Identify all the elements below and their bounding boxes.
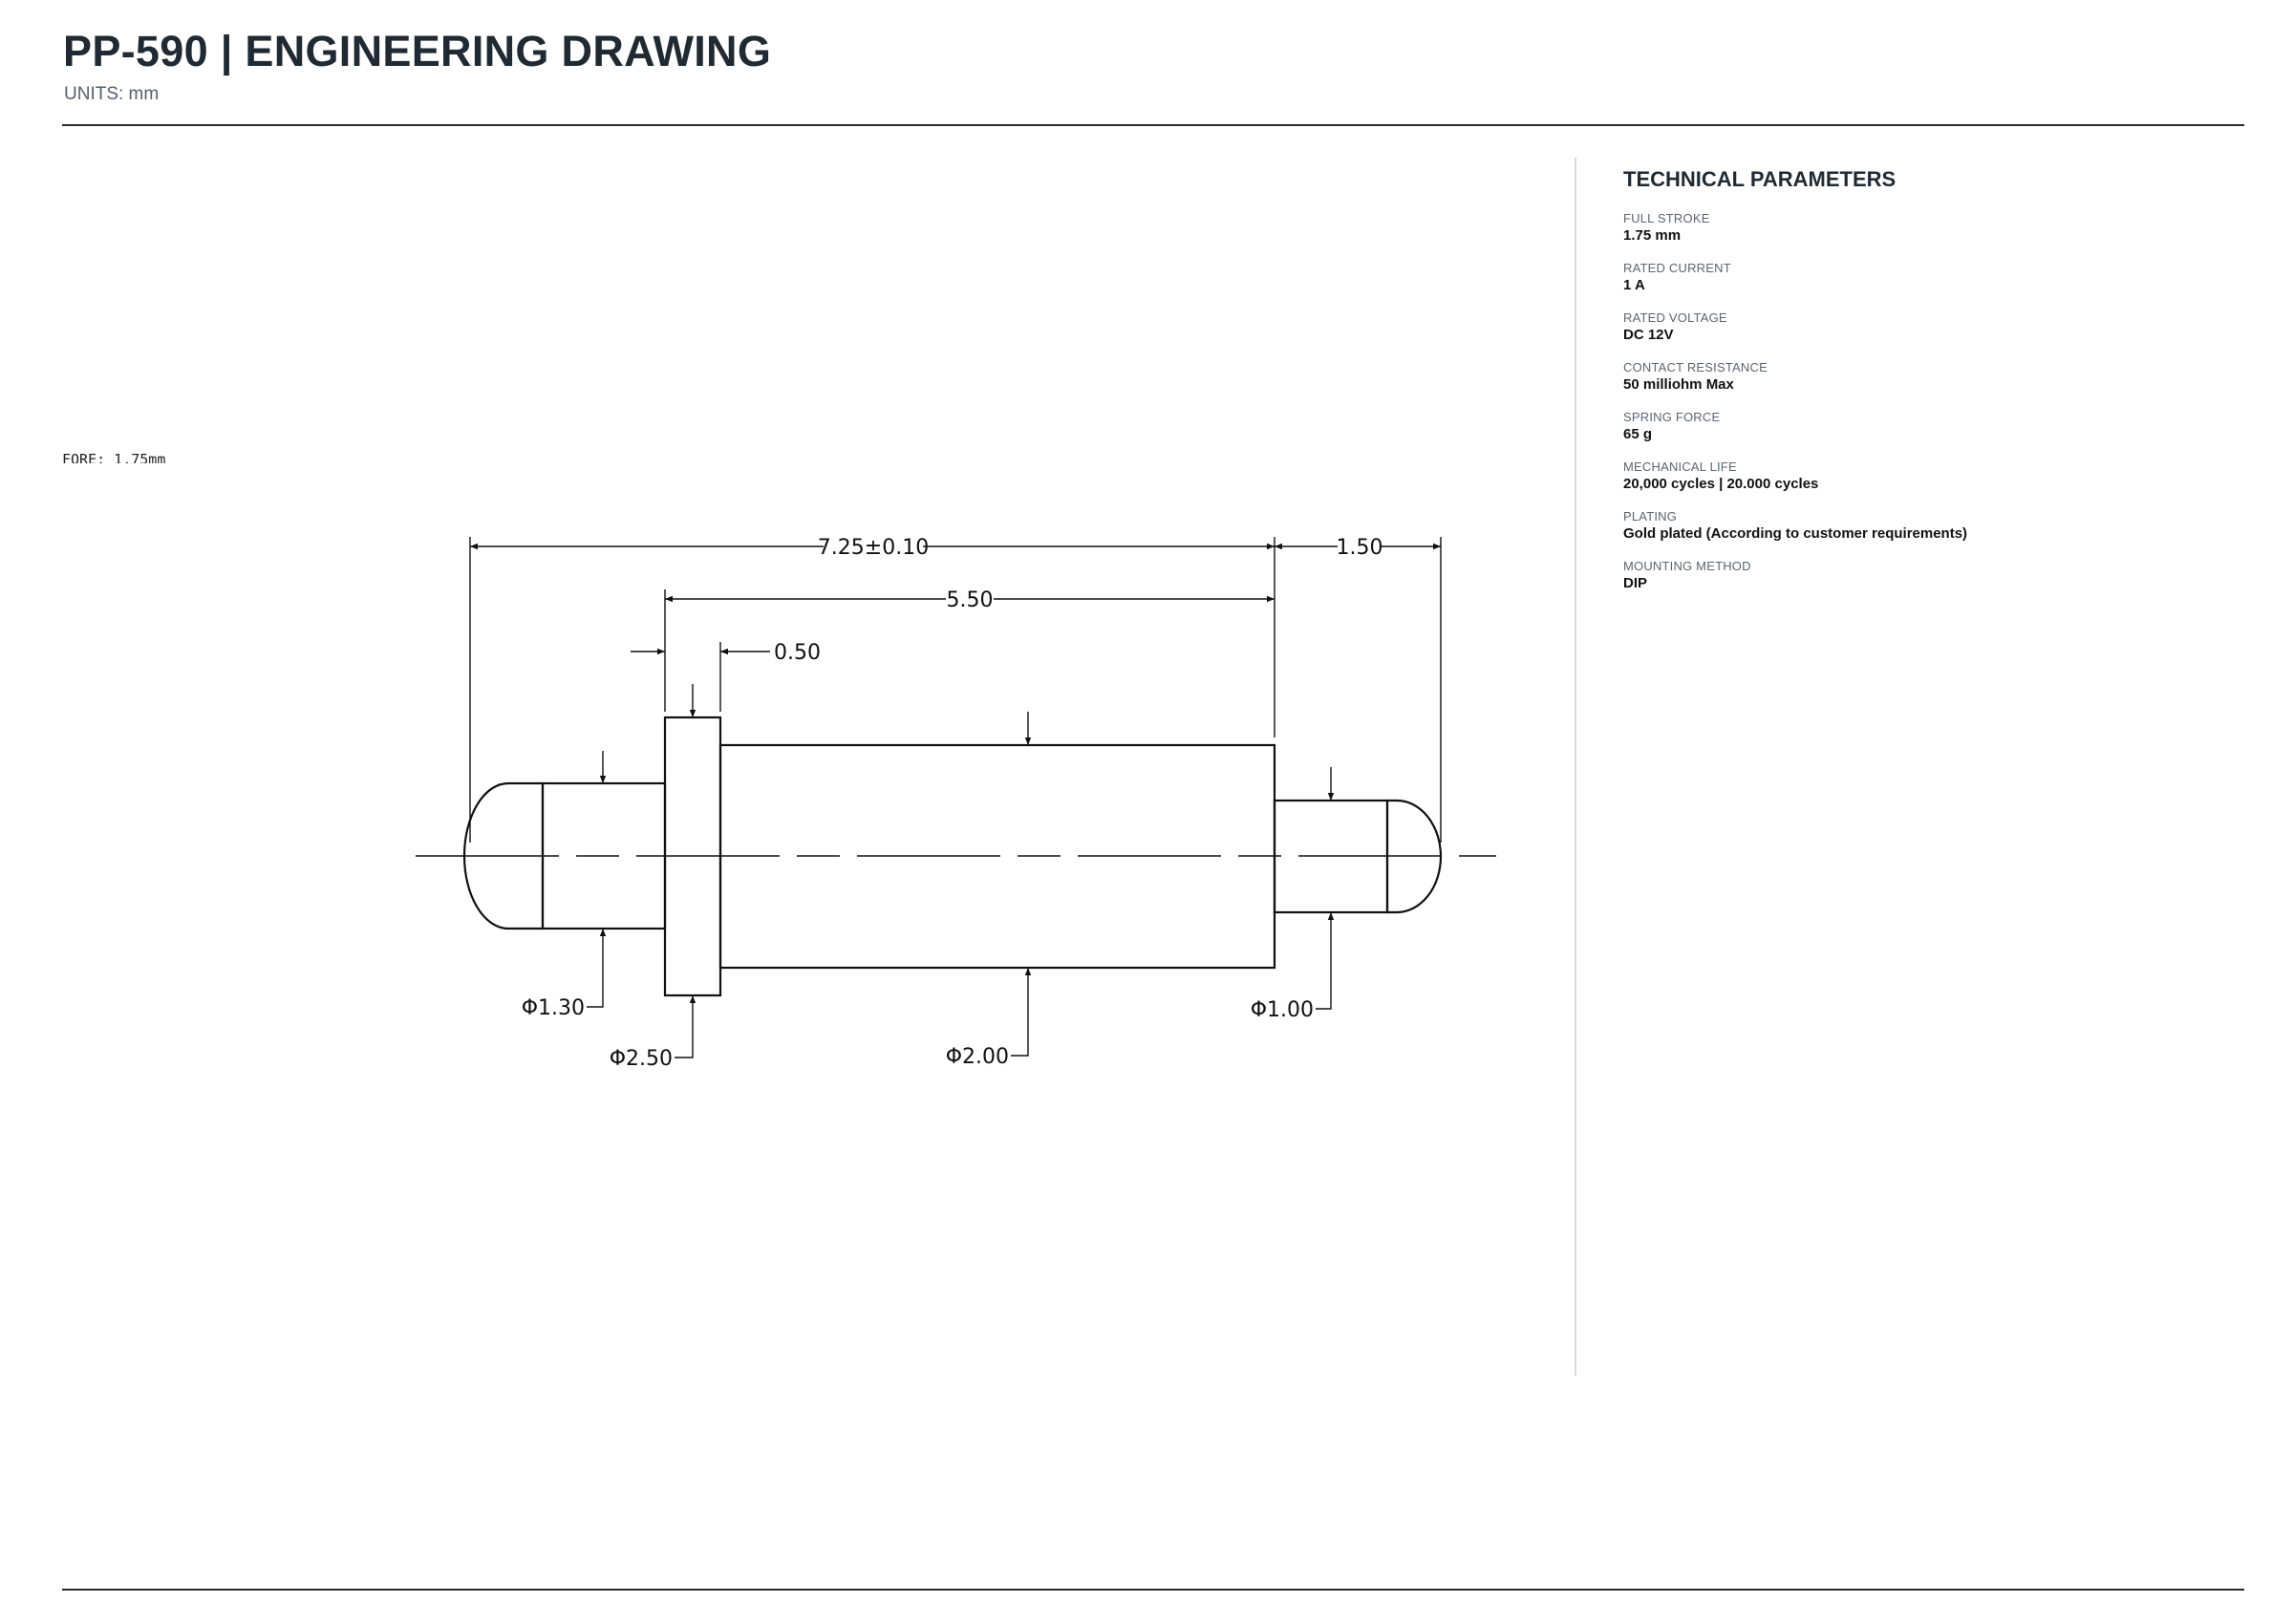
tail-length-label: 1.50	[1337, 536, 1383, 560]
param-spring-force: SPRING FORCE 65 g	[1623, 410, 2216, 459]
param-value: DC 12V	[1623, 327, 1674, 343]
barrel-diameter-label: Φ2.00	[946, 1045, 1009, 1069]
param-label: FULL STROKE	[1623, 211, 1710, 225]
panel-divider	[1575, 158, 1576, 1376]
param-label: PLATING	[1623, 509, 1678, 524]
param-value: 1.75 mm	[1623, 227, 1682, 244]
clipped-stroke-note: FORE: 1.75mm	[62, 451, 166, 463]
footer-divider	[62, 1589, 2244, 1591]
param-label: MECHANICAL LIFE	[1623, 459, 1737, 474]
barrel-length-label: 5.50	[947, 588, 994, 612]
param-value: 1 A	[1623, 277, 1645, 293]
param-plating: PLATING Gold plated (According to custom…	[1623, 509, 2216, 559]
plunger-tip	[462, 781, 545, 930]
technical-parameters-panel: TECHNICAL PARAMETERS FULL STROKE 1.75 mm…	[1623, 167, 2216, 609]
diameter-leader	[1316, 912, 1335, 1010]
param-value: 65 g	[1623, 426, 1653, 442]
param-rated-current: RATED CURRENT 1 A	[1623, 261, 2216, 310]
param-value: DIP	[1623, 575, 1648, 591]
units-label: UNITS: mm	[64, 84, 160, 104]
tail-diameter-label: Φ1.00	[1251, 998, 1314, 1022]
param-value: 50 milliohm Max	[1623, 376, 1734, 393]
param-contact-resistance: CONTACT RESISTANCE 50 milliohm Max	[1623, 360, 2216, 410]
param-full-stroke: FULL STROKE 1.75 mm	[1623, 211, 2216, 261]
param-label: CONTACT RESISTANCE	[1623, 360, 1768, 374]
param-mechanical-life: MECHANICAL LIFE 20,000 cycles | 20.000 c…	[1623, 459, 2216, 509]
plunger-diameter-label: Φ1.30	[522, 996, 585, 1020]
tail-tip	[1385, 799, 1443, 914]
param-rated-voltage: RATED VOLTAGE DC 12V	[1623, 310, 2216, 360]
param-value: Gold plated (According to customer requi…	[1623, 525, 1968, 542]
diameter-leader	[1011, 968, 1032, 1057]
page-title: PP-590 | ENGINEERING DRAWING	[63, 27, 772, 75]
collar-thickness-label: 0.50	[774, 641, 821, 665]
parameters-heading: TECHNICAL PARAMETERS	[1623, 167, 1897, 191]
param-label: RATED CURRENT	[1623, 261, 1731, 275]
collar-diameter-label: Φ2.50	[610, 1047, 673, 1071]
header-divider	[62, 124, 2244, 126]
param-value: 20,000 cycles | 20.000 cycles	[1623, 476, 1819, 492]
param-label: MOUNTING METHOD	[1623, 559, 1751, 573]
diameter-leader	[587, 929, 607, 1008]
diameter-leader	[675, 995, 696, 1058]
overall-length-label: 7.25±0.10	[818, 536, 929, 560]
pogo-pin-drawing: 7.25±0.10 1.50 5.50 0.50 Φ1.30 Φ2.50 Φ2.…	[416, 536, 1496, 1071]
param-label: SPRING FORCE	[1623, 410, 1721, 424]
param-label: RATED VOLTAGE	[1623, 310, 1727, 325]
param-mounting-method: MOUNTING METHOD DIP	[1623, 559, 2216, 609]
